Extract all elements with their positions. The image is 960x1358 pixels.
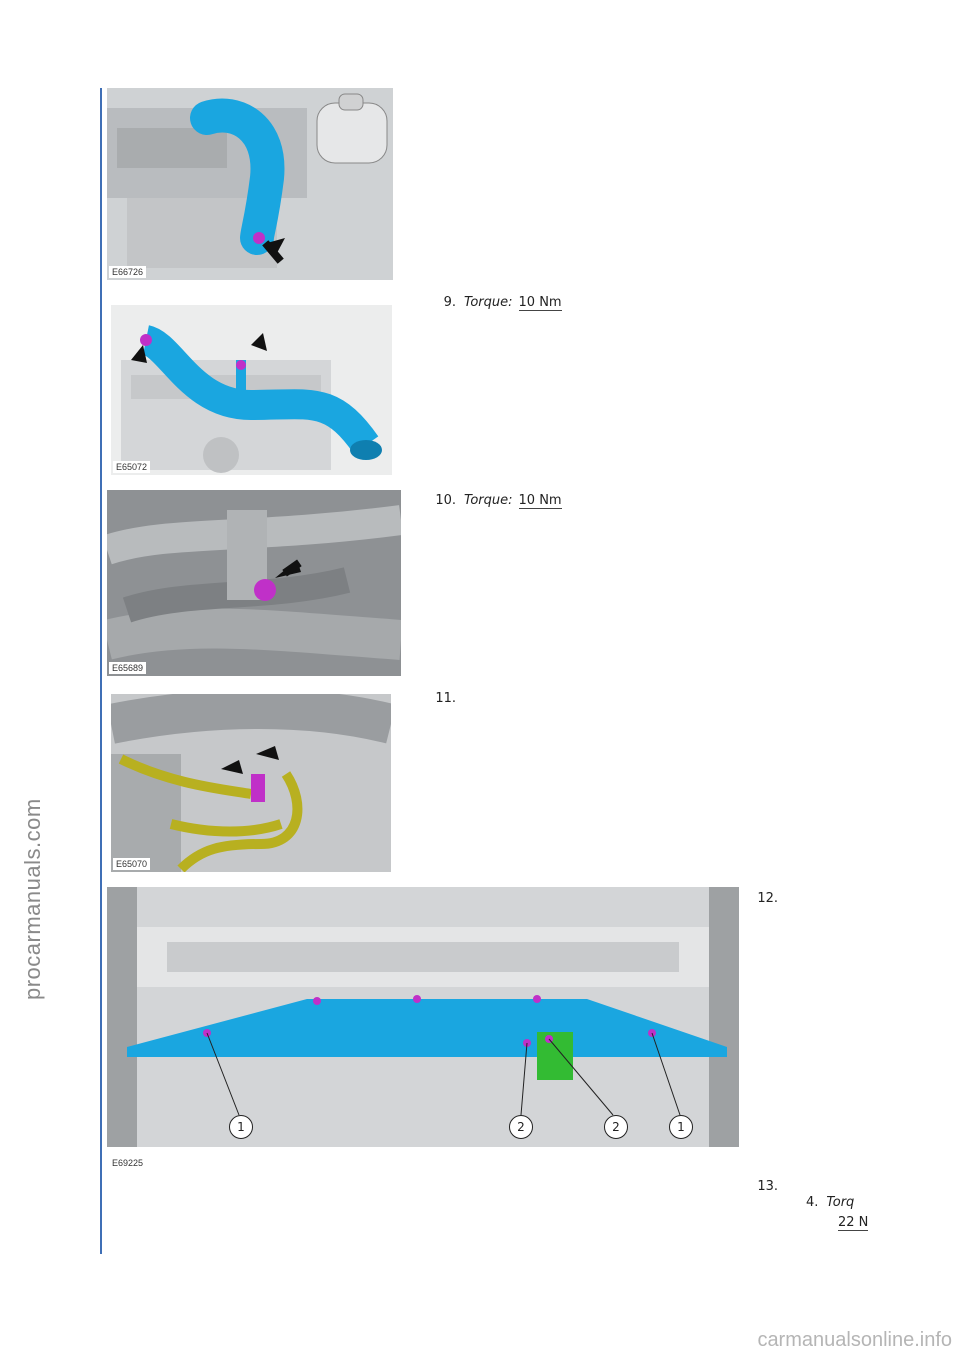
crossmember-illustration (107, 887, 739, 1173)
substep-number: 4. (806, 1195, 819, 1210)
step-number: 10. (435, 493, 456, 508)
figure-e65072: E65072 (111, 305, 392, 475)
step-9: 9. Torque: 10 Nm (430, 294, 562, 312)
callout-1: 1 (669, 1115, 693, 1139)
step-12: 12. (746, 890, 778, 908)
callout-1: 1 (229, 1115, 253, 1139)
engine-illustration (111, 305, 392, 475)
step-13: 13. (746, 1178, 778, 1196)
torque-value: 10 Nm (518, 295, 562, 311)
callout-2: 2 (604, 1115, 628, 1139)
step-number: 13. (757, 1179, 778, 1194)
figure-code: E65070 (113, 858, 151, 870)
engine-illustration (107, 88, 393, 280)
figure-e65070: E65070 (111, 694, 391, 872)
step-11: 11. (424, 690, 456, 708)
side-watermark: procarmanuals.com (20, 798, 45, 1000)
torque-label: Torq (826, 1195, 855, 1210)
torque-label: Torque: (464, 295, 513, 310)
engine-illustration (107, 490, 401, 676)
step-number: 11. (435, 691, 456, 706)
substep-4: 4. Torq 22 N (806, 1194, 872, 1234)
torque-label: Torque: (464, 493, 513, 508)
footer-watermark: carmanualsonline.info (757, 1329, 952, 1351)
figure-code: E65072 (113, 461, 151, 473)
engine-illustration (111, 694, 391, 872)
section-rule (100, 88, 102, 1254)
torque-value: 10 Nm (518, 493, 562, 509)
figure-e69225: 1 2 2 1 E69225 (107, 887, 739, 1173)
step-number: 9. (443, 295, 456, 310)
torque-value: 22 N (838, 1215, 869, 1231)
figure-e66726: E66726 (107, 88, 393, 280)
figure-code: E69225 (109, 1157, 147, 1169)
step-number: 12. (757, 891, 778, 906)
step-10: 10. Torque: 10 Nm (424, 492, 562, 510)
figure-code: E66726 (109, 266, 147, 278)
figure-e65689: E65689 (107, 490, 401, 676)
figure-code: E65689 (109, 662, 147, 674)
callout-2: 2 (509, 1115, 533, 1139)
